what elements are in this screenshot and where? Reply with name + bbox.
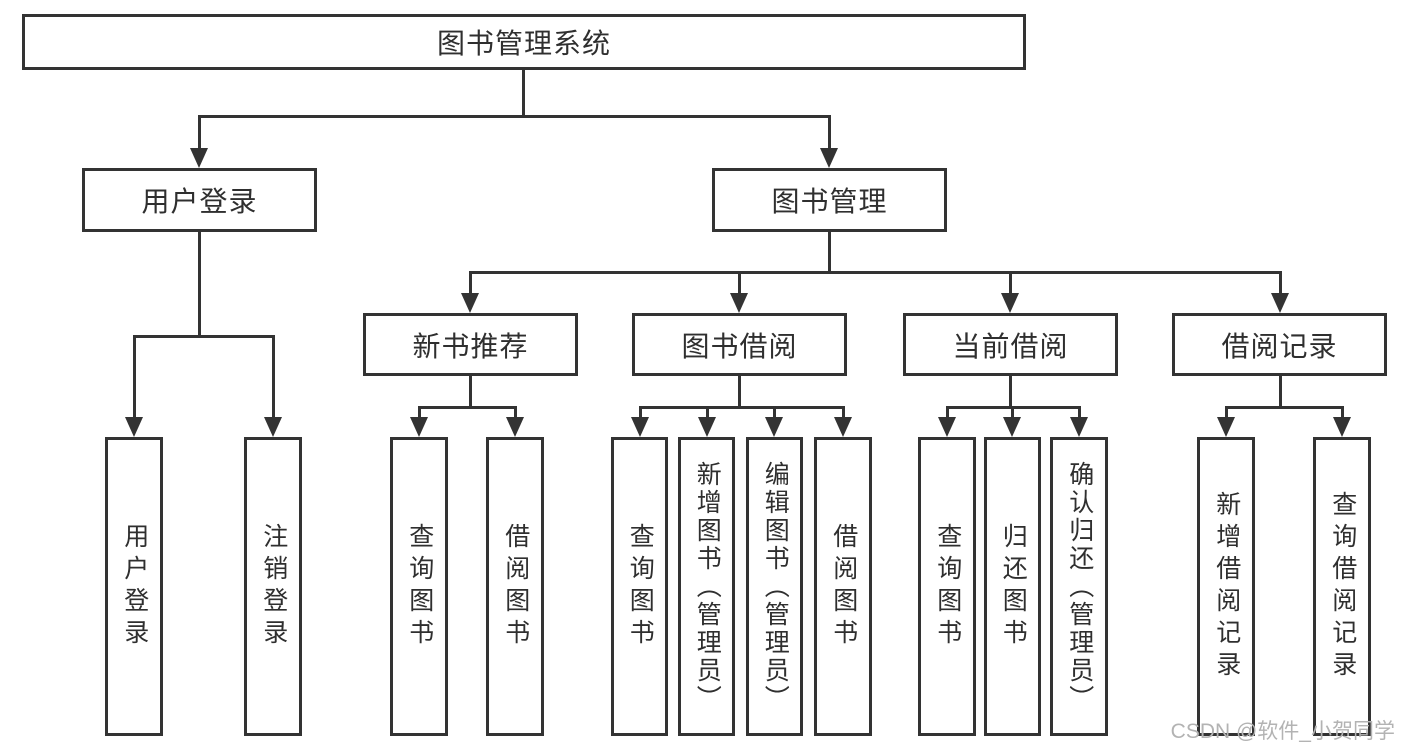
connector-line [469, 271, 1281, 274]
arrow-down-icon [765, 417, 783, 437]
node-label: 查询图书 [626, 522, 655, 651]
node-label: 新增借阅记录 [1212, 490, 1241, 683]
connector-line [1279, 376, 1282, 409]
leaf-return-books: 归还图书 [984, 437, 1041, 736]
connector-line [773, 406, 776, 419]
node-borrowing-records: 借阅记录 [1172, 313, 1387, 376]
connector-line [469, 271, 472, 295]
node-library-management-system: 图书管理系统 [22, 14, 1026, 70]
connector-line [639, 406, 844, 409]
connector-line [1078, 406, 1081, 419]
node-new-book-recommendation: 新书推荐 [363, 313, 578, 376]
node-book-borrowing: 图书借阅 [632, 313, 847, 376]
leaf-logout: 注销登录 [244, 437, 302, 736]
leaf-add-book-admin: 新增图书（管理员） [678, 437, 735, 736]
connector-line [1009, 376, 1012, 409]
connector-line [1225, 406, 1343, 409]
node-label: 图书管理 [771, 186, 888, 217]
arrow-down-icon [506, 417, 524, 437]
arrow-down-icon [1333, 417, 1351, 437]
node-label: 图书借阅 [681, 330, 798, 362]
leaf-borrow-books-borrowing: 借阅图书 [814, 437, 872, 736]
connector-line [198, 115, 201, 150]
arrow-down-icon [461, 293, 479, 313]
arrow-down-icon [125, 417, 143, 437]
connector-line [418, 406, 421, 419]
connector-line [842, 406, 845, 419]
leaf-query-books-borrowing: 查询图书 [611, 437, 668, 736]
connector-line [133, 335, 275, 338]
arrow-down-icon [820, 148, 838, 168]
connector-line [639, 406, 642, 419]
connector-line [198, 115, 831, 118]
arrow-down-icon [1271, 293, 1289, 313]
connector-line [469, 376, 472, 409]
connector-line [1009, 271, 1012, 295]
node-label: 借阅图书 [501, 522, 530, 651]
node-label: 查询借阅记录 [1328, 490, 1357, 683]
connector-line [738, 376, 741, 409]
node-label: 编辑图书（管理员） [761, 460, 790, 713]
node-current-borrowing: 当前借阅 [903, 313, 1118, 376]
arrow-down-icon [410, 417, 428, 437]
arrow-down-icon [631, 417, 649, 437]
node-label: 查询图书 [933, 522, 962, 651]
connector-line [828, 115, 831, 150]
node-book-management: 图书管理 [712, 168, 947, 232]
arrow-down-icon [1217, 417, 1235, 437]
arrow-down-icon [1070, 417, 1088, 437]
node-user-login: 用户登录 [82, 168, 317, 232]
connector-line [1279, 271, 1282, 295]
node-label: 用户登录 [141, 186, 258, 217]
arrow-down-icon [938, 417, 956, 437]
leaf-query-borrow-record: 查询借阅记录 [1313, 437, 1371, 736]
connector-line [828, 232, 831, 273]
leaf-query-books-current: 查询图书 [918, 437, 976, 736]
arrow-down-icon [834, 417, 852, 437]
connector-line [1341, 406, 1344, 419]
node-label: 用户登录 [120, 522, 149, 651]
csdn-watermark: CSDN @软件_小贺同学 [1170, 720, 1395, 743]
arrow-down-icon [730, 293, 748, 313]
leaf-add-borrow-record: 新增借阅记录 [1197, 437, 1255, 736]
connector-line [522, 70, 525, 117]
node-label: 归还图书 [999, 522, 1028, 651]
node-label: 借阅图书 [829, 522, 858, 651]
connector-line [133, 335, 136, 419]
arrow-down-icon [1003, 417, 1021, 437]
node-label: 新增图书（管理员） [693, 460, 722, 713]
node-label: 当前借阅 [952, 330, 1069, 362]
node-label: 注销登录 [259, 522, 288, 651]
arrow-down-icon [190, 148, 208, 168]
connector-line [738, 271, 741, 295]
connector-line [946, 406, 949, 419]
connector-line [272, 335, 275, 419]
leaf-user-login: 用户登录 [105, 437, 163, 736]
arrow-down-icon [698, 417, 716, 437]
arrow-down-icon [1001, 293, 1019, 313]
connector-line [1011, 406, 1014, 419]
connector-line [198, 232, 201, 337]
leaf-query-books-recommend: 查询图书 [390, 437, 448, 736]
node-label: 图书管理系统 [436, 28, 611, 59]
leaf-confirm-return-admin: 确认归还（管理员） [1050, 437, 1108, 736]
arrow-down-icon [264, 417, 282, 437]
leaf-borrow-books-recommend: 借阅图书 [486, 437, 544, 736]
node-label: 查询图书 [405, 522, 434, 651]
leaf-edit-book-admin: 编辑图书（管理员） [746, 437, 803, 736]
connector-line [1225, 406, 1228, 419]
connector-line [514, 406, 517, 419]
node-label: 借阅记录 [1221, 330, 1338, 362]
node-label: 新书推荐 [412, 330, 529, 362]
connector-line [706, 406, 709, 419]
node-label: 确认归还（管理员） [1065, 460, 1094, 713]
connector-line [418, 406, 516, 409]
